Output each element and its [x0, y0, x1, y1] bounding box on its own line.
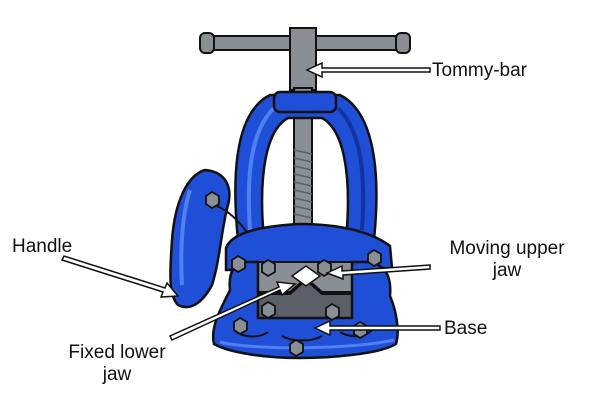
- moving-upper-jaw-line-1: Moving upper: [449, 238, 565, 259]
- moving-upper-jaw-label: Moving upper jaw: [432, 238, 582, 282]
- moving-upper-jaw-line-2: jaw: [492, 260, 522, 281]
- base-label: Base: [444, 318, 488, 339]
- fixed-lower-jaw-arrow: [168, 281, 297, 341]
- handle-label: Handle: [12, 236, 73, 257]
- base-arrow: [313, 319, 441, 337]
- tommy-bar-part: [199, 27, 411, 91]
- tommy-bar-label: Tommy-bar: [432, 60, 528, 81]
- tommy-bar-arrow: [305, 61, 431, 79]
- fixed-lower-jaw-label: Fixed lower jaw: [52, 342, 182, 386]
- upper-jaw-block-part: [224, 222, 394, 272]
- fixed-lower-jaw-line-2: jaw: [102, 364, 132, 385]
- fixed-lower-jaw-line-1: Fixed lower: [68, 342, 166, 363]
- moving-upper-jaw-arrow: [325, 264, 431, 281]
- label-arrows: [60, 61, 441, 341]
- handle-arrow: [60, 255, 180, 298]
